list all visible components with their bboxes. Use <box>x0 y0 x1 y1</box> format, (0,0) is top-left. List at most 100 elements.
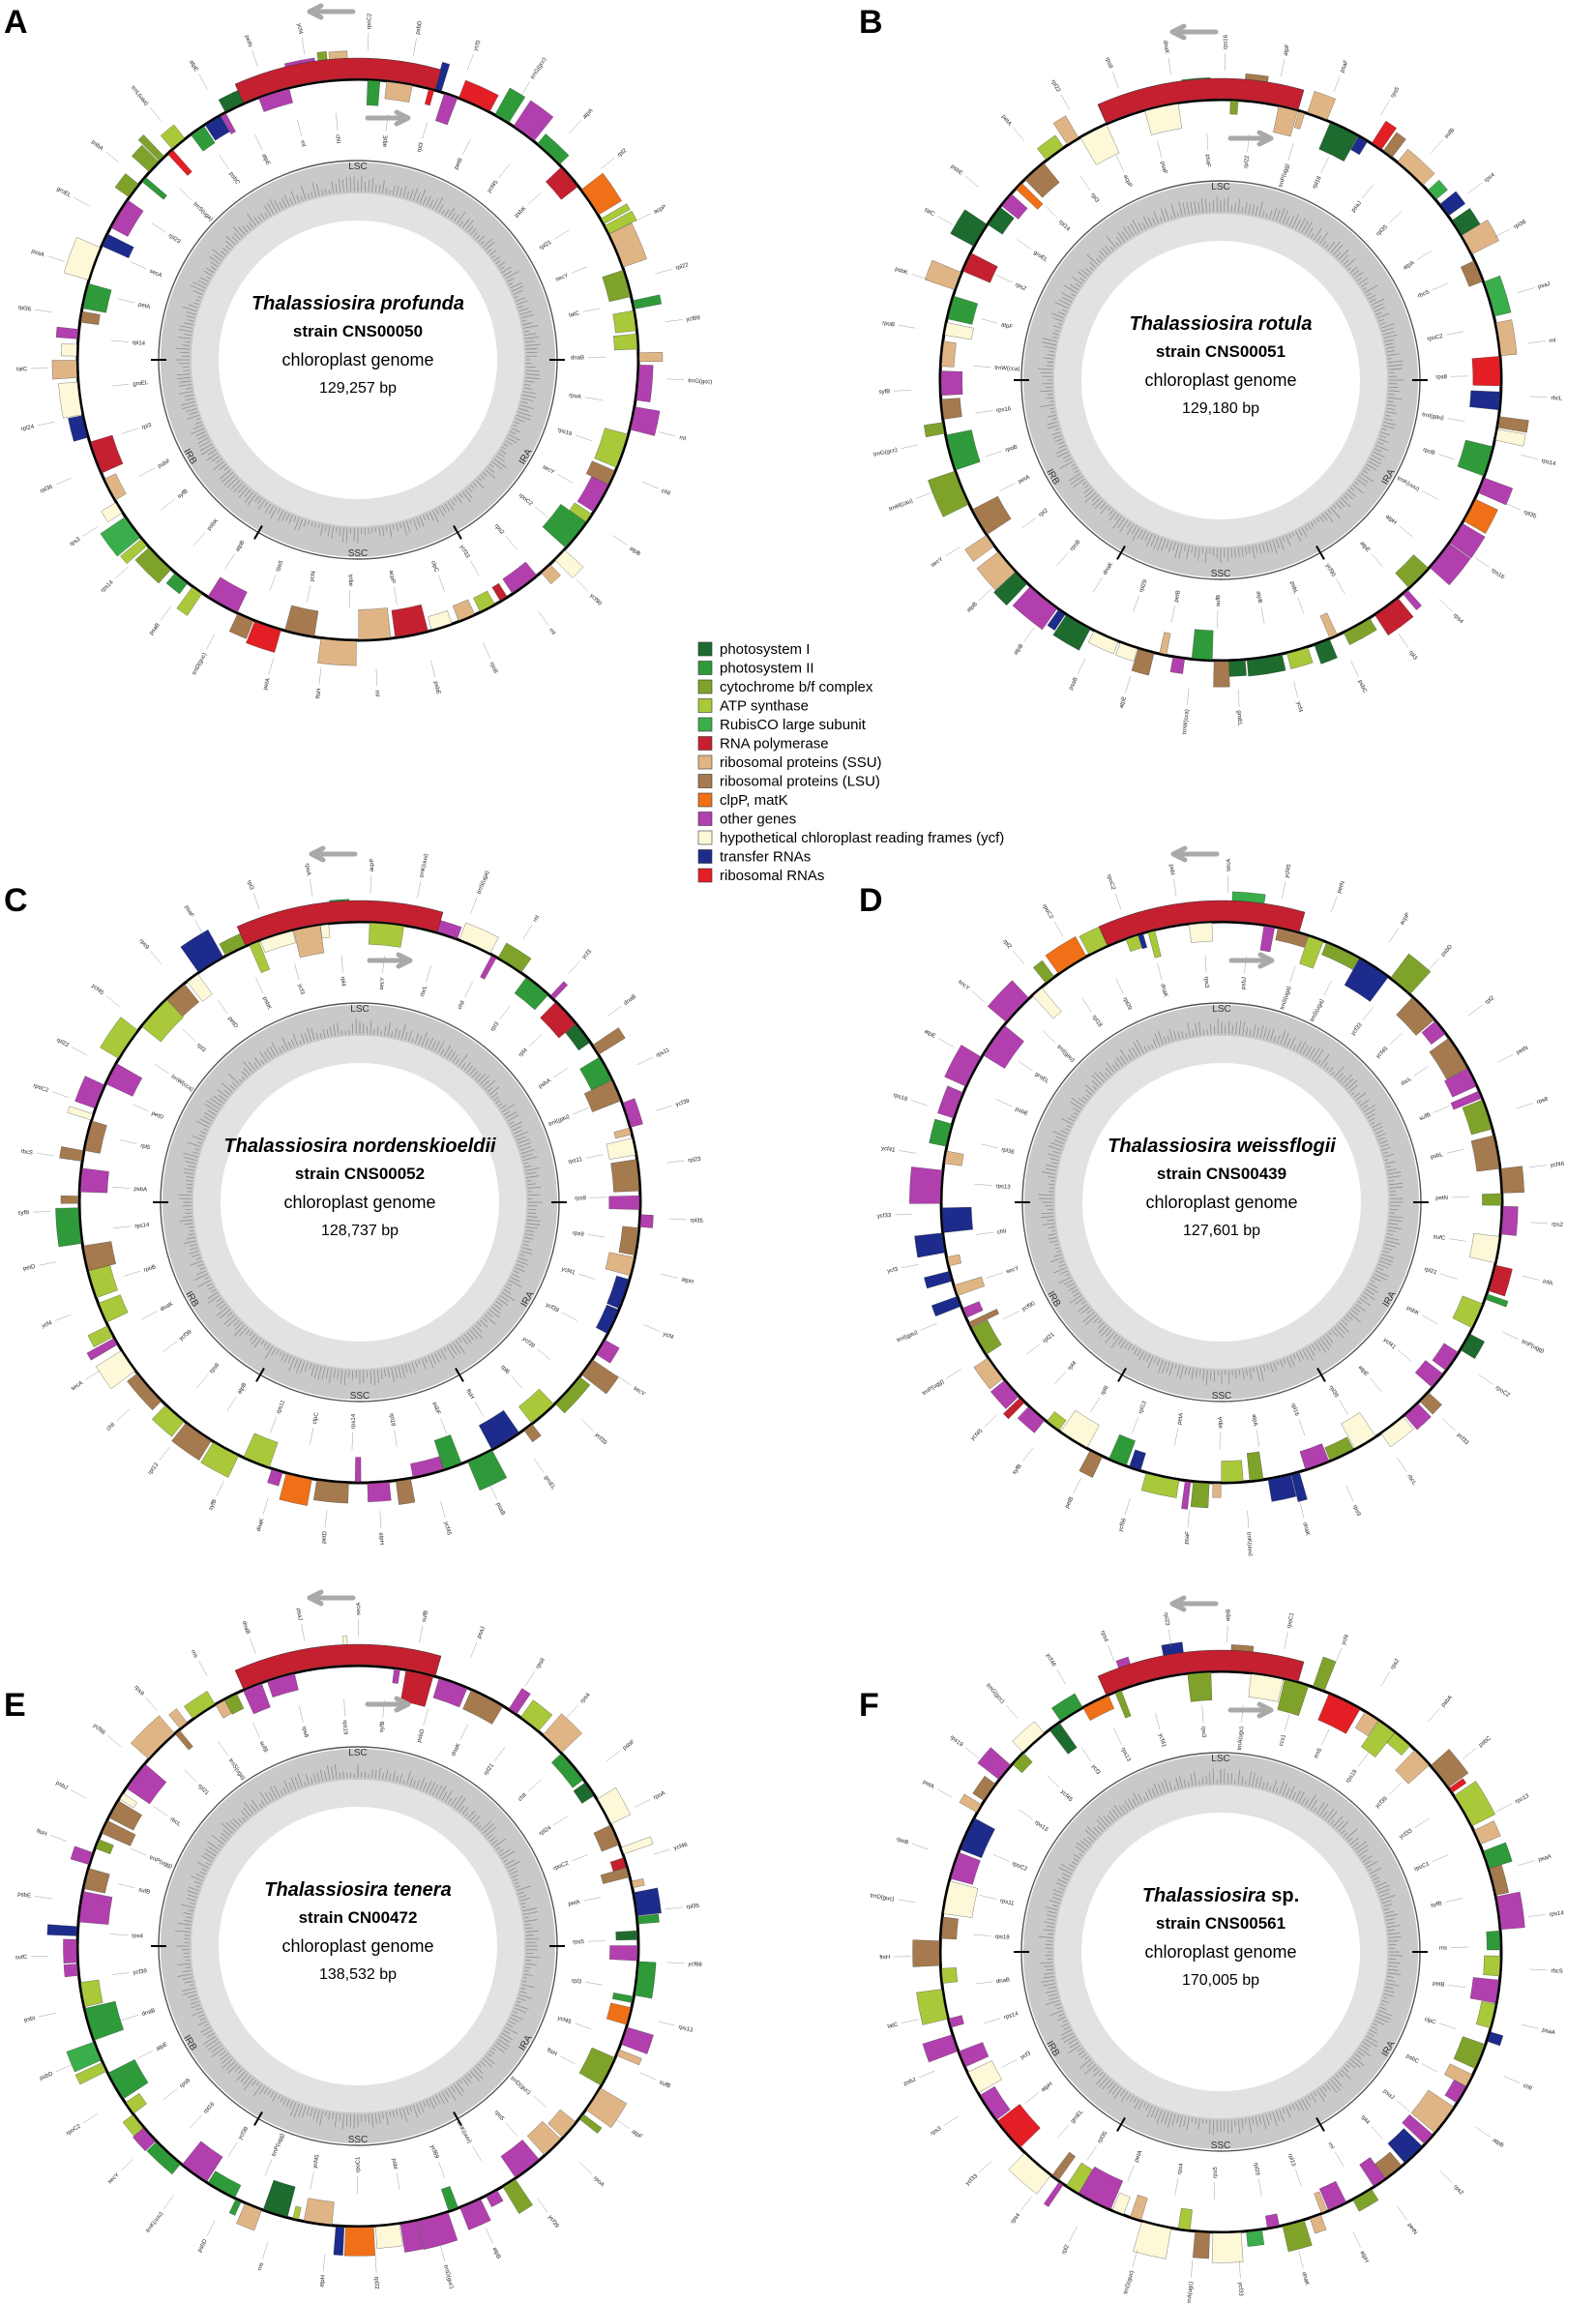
gene-block <box>1016 183 1044 210</box>
gene-label: atpB <box>1492 2138 1505 2149</box>
gene-label: rps14 <box>1541 458 1557 468</box>
gene-label: psbE <box>950 163 963 176</box>
gene-block <box>166 984 199 1017</box>
gene-block <box>63 1963 78 1978</box>
gene-block <box>1079 1450 1103 1478</box>
gene-block <box>187 974 213 1002</box>
gene-block <box>221 113 236 134</box>
gene-block <box>540 1002 576 1039</box>
gene-label: rpl4 <box>340 976 346 987</box>
gene-block <box>609 1945 638 1962</box>
gc-content-spikes <box>174 1763 541 2130</box>
gene-label: rpl14 <box>132 340 145 347</box>
gene-label: ycf33 <box>1350 1021 1364 1037</box>
gene-label: psaJ <box>1350 200 1363 214</box>
gene-block <box>976 551 1016 591</box>
gene-block <box>509 1688 531 1715</box>
gene-block <box>592 1027 626 1055</box>
gene-block <box>263 2179 296 2217</box>
gene-label: ycf90 <box>1021 1301 1037 1313</box>
gene-label: ycf39 <box>521 1336 536 1349</box>
gene-block <box>1489 1864 1509 1896</box>
gene-label: rps8 <box>1536 1097 1550 1106</box>
gene-label: atpE <box>156 2042 169 2052</box>
gene-block <box>165 573 188 595</box>
gene-label: ycf46 <box>673 1842 689 1851</box>
gene-block <box>950 209 988 247</box>
gene-block <box>1461 1334 1485 1359</box>
gene-block <box>514 100 554 141</box>
gene-block <box>1484 275 1512 317</box>
gene-label: rpl29 <box>1138 578 1149 593</box>
gene-block <box>243 1432 279 1467</box>
gene-block <box>1463 499 1498 534</box>
gene-block <box>944 322 974 340</box>
gene-label: atpH <box>1384 514 1398 526</box>
gene-block <box>1430 543 1471 586</box>
gene-block <box>51 360 77 380</box>
gene-label: psaJ <box>477 1626 487 1639</box>
gene-label: rns <box>1439 1945 1447 1951</box>
gene-label: atpA <box>348 574 354 586</box>
genome-description: chloroplast genome <box>1144 1942 1296 1962</box>
gene-block <box>1444 2080 1466 2103</box>
gene-label: rps9 <box>1351 1504 1361 1518</box>
rpo-block <box>1098 900 1306 946</box>
gene-label: syfB <box>208 1498 219 1511</box>
gene-label: ycf45 <box>90 983 104 996</box>
gene-label: trnG(gcc) <box>873 448 899 458</box>
gene-block <box>1246 1451 1264 1481</box>
gene-block <box>634 1887 662 1916</box>
gene-label: atpB <box>1013 643 1024 656</box>
gene-block <box>146 2141 181 2175</box>
gene-label: rpl21 <box>196 1784 210 1797</box>
gene-label: atpB <box>237 1382 249 1396</box>
gene-block <box>1131 649 1155 676</box>
gene-label: rps3 <box>930 2126 943 2138</box>
gene-block <box>320 924 331 939</box>
gene-block <box>1318 122 1358 162</box>
gene-block <box>1192 2231 1210 2259</box>
gene-label: atpF <box>631 2129 644 2141</box>
gene-label: rpl36 <box>17 305 32 312</box>
gene-label: psaA <box>1538 1854 1552 1864</box>
gene-label: rpl24 <box>20 425 35 433</box>
legend-swatch <box>697 698 713 713</box>
gene-label: atpE <box>188 59 198 73</box>
gene-label: rbcL <box>169 1816 183 1828</box>
gene-label: rpoC1 <box>1286 1611 1295 1629</box>
gene-label: rps19 <box>893 1093 909 1104</box>
gene-block <box>224 1694 245 1715</box>
gene-block <box>410 1456 444 1477</box>
gene-label: ycf39 <box>547 2214 560 2229</box>
gene-block <box>1211 2232 1244 2263</box>
legend-swatch <box>697 641 713 657</box>
gene-label: psbI <box>1167 864 1175 875</box>
gene-block <box>1008 2153 1051 2195</box>
gene-block <box>922 2034 958 2063</box>
gene-block <box>61 343 77 357</box>
gene-label: rpl3 <box>141 423 153 431</box>
gene-block <box>612 1993 634 2003</box>
gene-block <box>1229 101 1239 115</box>
gene-block <box>1044 2181 1064 2207</box>
gene-label: chlI <box>517 1792 528 1803</box>
gene-label: rps3 <box>69 537 82 548</box>
gene-block <box>1321 942 1360 970</box>
gene-label: sufB <box>1216 595 1222 606</box>
gene-label: ycf45 <box>442 1521 452 1537</box>
gene-label: ycf46 <box>1551 1162 1566 1169</box>
gene-block <box>946 429 981 471</box>
gene-block <box>84 1120 107 1154</box>
gene-block <box>1387 2128 1423 2164</box>
gene-block <box>916 1989 948 2025</box>
gene-block <box>1037 134 1064 161</box>
gene-label: rpl22 <box>1049 79 1061 94</box>
gene-label: psbE <box>432 681 441 695</box>
gene-label: psbK <box>894 267 908 277</box>
gene-block <box>518 1388 554 1424</box>
gene-label: rnl <box>299 140 306 148</box>
gene-block <box>941 340 957 368</box>
gene-block <box>1012 1721 1045 1753</box>
